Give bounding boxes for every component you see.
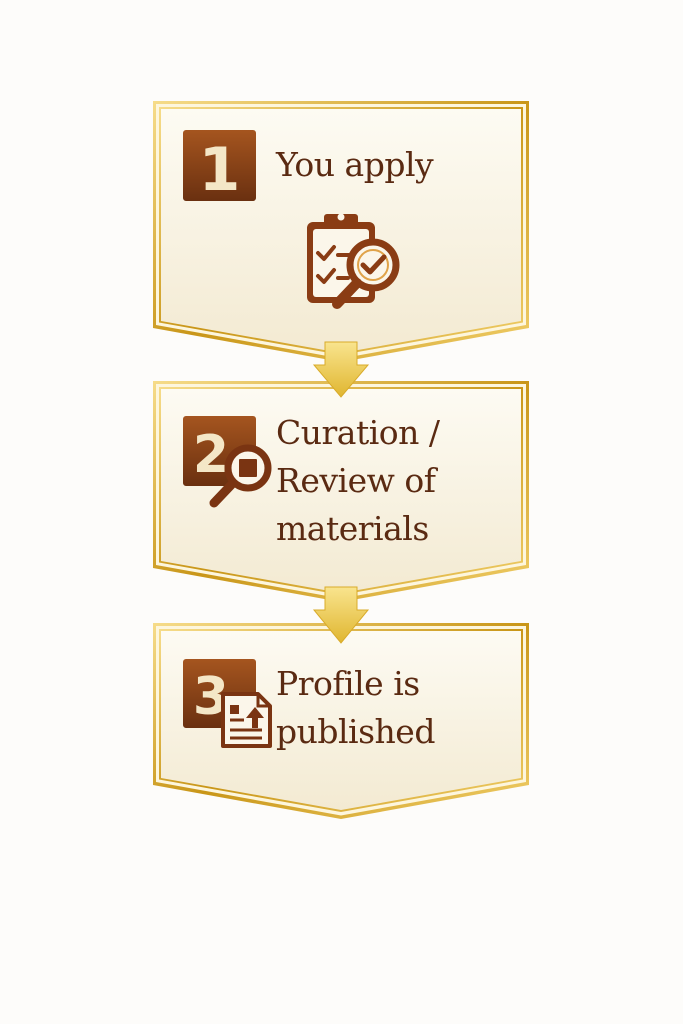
step-3-label-line: Profile is <box>276 664 420 703</box>
clipboard-check-magnifier-icon <box>307 213 400 309</box>
step-3-label: Profile is published <box>276 660 435 756</box>
step-2-number: 2 <box>193 425 229 485</box>
step-2-label-line: materials <box>276 509 429 548</box>
step-1-badge: 1 <box>183 130 256 205</box>
step-2-label: Curation / Review of materials <box>276 409 440 553</box>
arrow-down-icon <box>312 341 370 398</box>
step-3-label-line: published <box>276 712 435 751</box>
step-1-label: You apply <box>276 141 434 189</box>
step-1-label-line: You apply <box>276 145 434 184</box>
document-upload-icon <box>221 692 272 748</box>
step-2-label-line: Curation / <box>276 413 440 452</box>
magnifier-icon <box>209 444 272 508</box>
step-1-number: 1 <box>199 135 241 205</box>
step-2-label-line: Review of <box>276 461 436 500</box>
arrow-down-icon <box>312 586 370 644</box>
